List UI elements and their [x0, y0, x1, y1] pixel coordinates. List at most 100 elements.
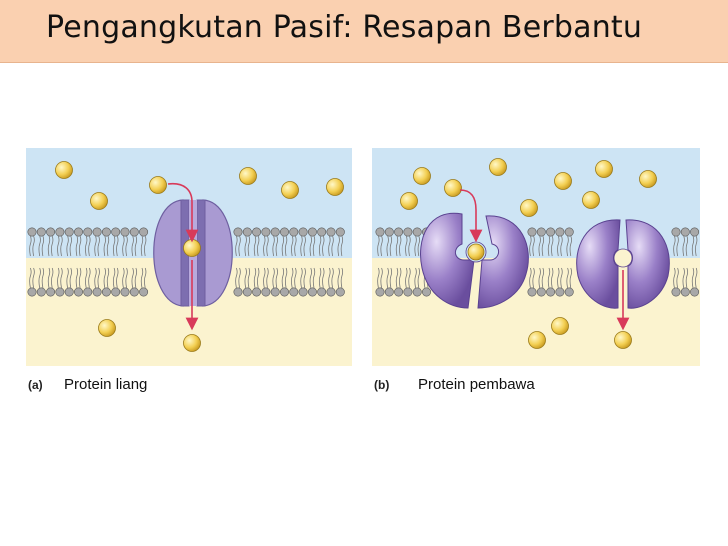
lipid-tail — [47, 267, 51, 289]
lipid-head — [527, 287, 537, 297]
lipid-head — [64, 227, 74, 237]
lipid-tail — [322, 235, 325, 257]
lipid-tail — [253, 235, 257, 257]
lipid-head — [375, 287, 385, 297]
lipid-tail — [134, 267, 138, 289]
lipid-head — [307, 287, 317, 297]
lipid-tail — [682, 235, 685, 257]
lipid-head — [326, 287, 336, 297]
lipid-tail — [29, 235, 32, 257]
lipid-head — [671, 227, 681, 237]
lipid-head — [298, 287, 308, 297]
lipid-tail — [377, 267, 380, 289]
lipid-head — [412, 227, 422, 237]
lipid-tail — [691, 235, 695, 257]
lipid-tail — [569, 267, 572, 289]
lipid-tail — [291, 267, 294, 289]
lipid-head — [73, 287, 83, 297]
lipid-tail — [560, 235, 563, 257]
lipid-head — [289, 227, 299, 237]
lipid-tail — [691, 267, 695, 289]
lipid-tail — [116, 235, 119, 257]
lipid-tail — [247, 235, 251, 257]
lipid-head — [92, 227, 102, 237]
lipid-head — [536, 287, 546, 297]
lipid-head — [120, 227, 130, 237]
lipid-tail — [408, 267, 411, 289]
lipid-head — [527, 227, 537, 237]
lipid-tail — [284, 235, 288, 257]
lipid-tail — [238, 267, 241, 289]
lipid-tail — [75, 235, 79, 257]
lipid-head — [564, 287, 574, 297]
lipid-head — [335, 227, 345, 237]
lipid-tail — [557, 235, 560, 257]
carrier-protein-panel — [372, 148, 700, 366]
lipid-head — [101, 227, 111, 237]
lipid-head — [111, 287, 121, 297]
lipid-tail — [134, 235, 138, 257]
lipid-tail — [103, 267, 106, 289]
lipid-tail — [112, 267, 116, 289]
lipid-tail — [300, 235, 303, 257]
lipid-tail — [38, 267, 41, 289]
lipid-tail — [328, 235, 331, 257]
lipid-tail — [266, 235, 269, 257]
lipid-tail — [676, 267, 679, 289]
lipid-tail — [263, 235, 266, 257]
lipid-head — [101, 287, 111, 297]
lipid-head — [690, 287, 700, 297]
lipid-tail — [60, 267, 63, 289]
lipid-tail — [51, 267, 54, 289]
lipid-head — [375, 227, 385, 237]
lipid-head — [36, 227, 46, 237]
lipid-tail — [75, 267, 79, 289]
lipid-tail — [235, 267, 238, 289]
lipid-tail — [41, 267, 45, 289]
lipid-tail — [414, 267, 417, 289]
lipid-tail — [144, 235, 147, 257]
lipid-tail — [566, 235, 569, 257]
lipid-tail — [673, 235, 676, 257]
lipid-head — [83, 287, 93, 297]
lipid-tail — [380, 267, 383, 289]
lipid-tail — [417, 267, 420, 289]
lipid-tail — [547, 235, 551, 257]
lipid-head — [394, 227, 404, 237]
lipid-tail — [386, 267, 389, 289]
lipid-tail — [97, 235, 100, 257]
lipid-tail — [294, 267, 297, 289]
lipid-head — [242, 227, 252, 237]
lipid-tail — [272, 235, 275, 257]
lipid-head — [139, 227, 149, 237]
lipid-tail — [532, 267, 535, 289]
lipid-head — [335, 287, 345, 297]
panel-a-letter: (a) — [28, 378, 43, 392]
lipid-tail — [538, 235, 541, 257]
lipid-tail — [676, 235, 679, 257]
channel-protein-diagram — [26, 148, 352, 366]
lipid-tail — [340, 267, 344, 289]
transport-arrows — [459, 189, 630, 331]
lipid-tail — [560, 267, 563, 289]
lipid-tail — [399, 267, 402, 289]
lipid-tail — [244, 235, 247, 257]
lipid-tail — [318, 235, 322, 257]
lipid-head — [546, 227, 556, 237]
lipid-tail — [57, 267, 60, 289]
lipid-tail — [244, 267, 247, 289]
lipid-tail — [408, 235, 411, 257]
lipid-tail — [340, 235, 344, 257]
lipid-tail — [291, 235, 294, 257]
lipid-tail — [69, 267, 72, 289]
lipid-tail — [399, 235, 402, 257]
lipid-tail — [309, 267, 312, 289]
lipid-tail — [125, 267, 128, 289]
lipid-head — [394, 287, 404, 297]
lipid-head — [55, 287, 65, 297]
lipid-tail — [312, 235, 316, 257]
lipid-head — [46, 227, 56, 237]
lipid-tail — [417, 235, 420, 257]
lipid-tail — [106, 235, 110, 257]
lipid-tail — [303, 267, 306, 289]
